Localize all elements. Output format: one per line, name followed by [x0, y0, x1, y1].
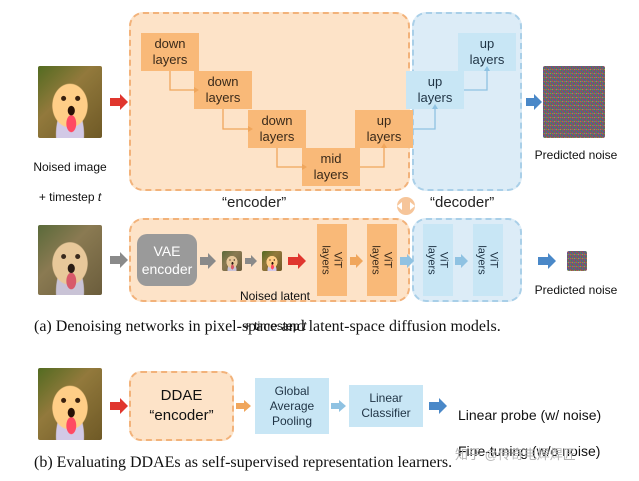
- mid-layers-block: mid layers: [302, 148, 360, 186]
- connector-down-2: [222, 109, 248, 130]
- noised-image-label: Noised image + timestep t: [10, 145, 130, 205]
- predicted-noise-label: Predicted noise: [534, 148, 618, 162]
- ddae-to-gap-arrow: [236, 400, 251, 412]
- ddae-encoder-block: [129, 371, 234, 441]
- up-layers-block-enc: up layers: [355, 110, 413, 148]
- vit-arrow-1: [350, 254, 363, 268]
- watermark: 知乎 @传奇电焊焊匠: [455, 447, 576, 462]
- global-average-pooling-block: Global Average Pooling: [255, 378, 329, 434]
- caption-a: (a) Denoising networks in pixel-space an…: [34, 318, 501, 335]
- vit-layers-dec-1: ViT layers: [423, 224, 453, 296]
- down-layers-block-3: down layers: [248, 110, 306, 148]
- latent-thumbnail-1: [222, 251, 242, 271]
- latent-arrow-2: [288, 253, 306, 269]
- vit-layers-enc-2: ViT layers: [367, 224, 397, 296]
- encoder-caption: “encoder”: [222, 194, 287, 211]
- linear-probe-label: Linear probe (w/ noise): [458, 407, 602, 423]
- latent-thumbnail-2: [262, 251, 282, 271]
- vit-arrow-2: [400, 254, 414, 268]
- connector-up-1-head: [381, 143, 387, 148]
- gap-to-linear-arrow: [331, 400, 346, 412]
- vit-layers-dec-2: ViT layers: [473, 224, 503, 296]
- ddae-encoder-label: DDAE “encoder”: [149, 387, 214, 424]
- connector-up-1: [360, 148, 385, 168]
- connector-down-2-head: [248, 126, 253, 132]
- predicted-noise-latent-label: Predicted noise: [534, 283, 618, 297]
- vit-layers-enc-1: ViT layers: [317, 224, 347, 296]
- connector-down-1-head: [194, 87, 199, 93]
- connector-up-3: [464, 71, 488, 91]
- connector-up-2: [413, 109, 436, 130]
- split-marker-left: [397, 202, 402, 210]
- noised-latent-label-line2: + timestep: [243, 319, 303, 333]
- down-layers-block-2: down layers: [194, 71, 252, 109]
- connector-up-2-head: [432, 104, 438, 109]
- connector-up-3-head: [484, 66, 490, 71]
- predicted-noise-latent-image: [567, 251, 587, 271]
- output-list: Linear probe (w/ noise) Fine-tuning (w/o…: [458, 388, 601, 460]
- predicted-noise-image: [543, 66, 605, 138]
- caption-b: (b) Evaluating DDAEs as self-supervised …: [34, 454, 453, 471]
- vae-output-arrow: [200, 253, 216, 269]
- linear-classifier-block: Linear Classifier: [349, 385, 423, 427]
- up-layers-block-dec-1: up layers: [406, 71, 464, 109]
- up-layers-block-dec-2: up layers: [458, 33, 516, 71]
- decoder-caption: “decoder”: [430, 194, 495, 211]
- input-arrow-pixel: [110, 94, 128, 110]
- connector-down-3: [276, 148, 302, 168]
- noised-latent-label-line1: Noised latent: [239, 289, 311, 303]
- noised-image-label-line2: + timestep: [38, 190, 98, 204]
- input-arrow-b: [110, 398, 128, 414]
- linear-to-output-arrow: [429, 398, 447, 414]
- output-arrow-latent: [538, 253, 556, 269]
- latent-arrow-1: [245, 255, 257, 267]
- connector-down-3-head: [302, 164, 307, 170]
- timestep-symbol: t: [97, 190, 102, 204]
- fine-tuning-label: Fine-tuning (w/o noise): [458, 443, 601, 459]
- noised-image-label-line1: Noised image: [33, 160, 107, 174]
- noised-image: [38, 66, 102, 138]
- vit-arrow-3: [455, 254, 468, 268]
- clean-image-latent: [38, 225, 102, 295]
- noised-image-b: [38, 368, 102, 440]
- output-arrow-pixel: [526, 94, 542, 110]
- latent-timestep-symbol: t: [302, 319, 307, 333]
- connector-down-1: [169, 71, 194, 91]
- noised-latent-label: Noised latent + timestep t: [220, 274, 330, 334]
- vae-encoder-block: VAE encoder: [137, 234, 197, 286]
- split-marker: [397, 197, 415, 215]
- down-layers-block-1: down layers: [141, 33, 199, 71]
- input-arrow-latent: [110, 252, 128, 268]
- split-marker-right: [410, 202, 415, 210]
